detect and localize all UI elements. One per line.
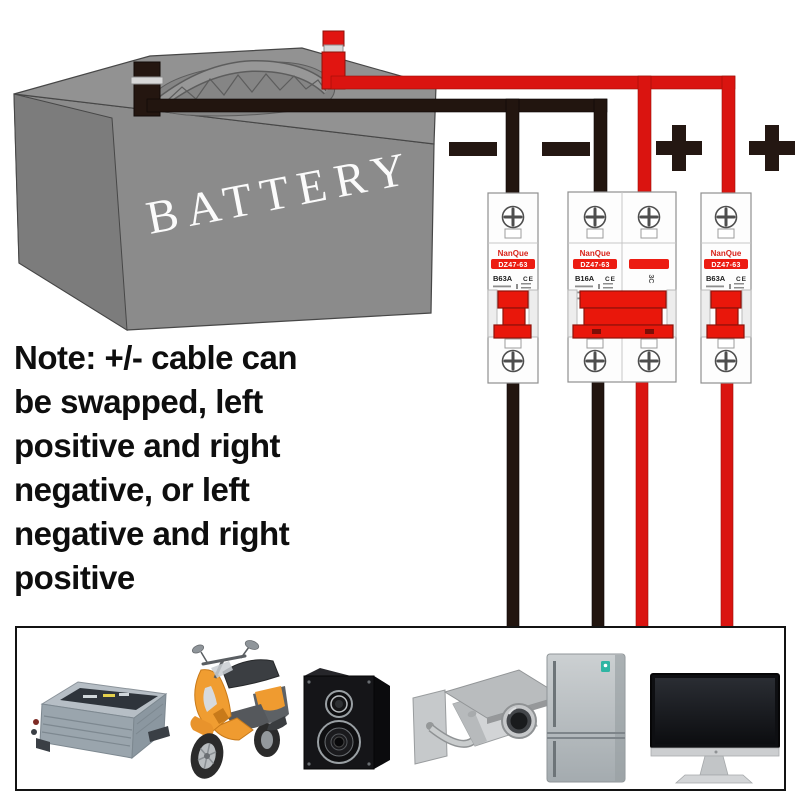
note-line-6: positive — [14, 559, 135, 596]
breaker-brand: NanQue — [498, 249, 529, 258]
battery: BATTERY — [13, 47, 437, 331]
note-line-1: Note: +/- cable can — [14, 339, 298, 376]
note-line-5: negative and right — [14, 515, 290, 552]
ce-mark: CE — [736, 276, 747, 283]
positive-wire-output-1 — [635, 379, 649, 628]
breaker-brand: NanQue — [711, 249, 742, 258]
battery-left-face — [13, 93, 128, 331]
breaker-toggle — [706, 290, 745, 339]
breaker-model: DZ47-63 — [580, 262, 609, 269]
note-line-3: positive and right — [14, 427, 281, 464]
ce-mark: CE — [523, 276, 534, 283]
negative-wire-drop-2 — [593, 98, 608, 194]
breaker-rating: B16A — [575, 274, 595, 283]
negative-wires — [146, 98, 608, 628]
breaker-model: DZ47-63 — [498, 262, 527, 269]
minus-sign-2 — [542, 142, 590, 156]
ce-mark: CE — [605, 276, 616, 283]
refrigerator-icon — [546, 653, 626, 783]
appliance-panel — [15, 626, 786, 791]
minus-sign-1 — [449, 142, 497, 156]
breaker-2: NanQue DZ47-63 B16A CE 3C — [567, 191, 677, 383]
polarity-note: Note: +/- cable can be swapped, left pos… — [14, 336, 374, 600]
red-label-bar — [629, 259, 669, 269]
breaker-rating: B63A — [493, 274, 513, 283]
breaker-1: NanQue DZ47-63 B63A CE — [487, 192, 539, 384]
power-inverter-icon — [31, 681, 170, 760]
positive-wire-drop-1 — [637, 75, 652, 193]
negative-wire-drop-1 — [505, 98, 520, 195]
cctv-camera-icon — [412, 669, 563, 765]
negative-wire-horizontal — [146, 98, 608, 113]
electric-scooter-icon — [190, 640, 289, 779]
positive-wire-horizontal — [330, 75, 736, 90]
breaker-toggle — [572, 290, 674, 339]
plus-sign-1 — [656, 125, 702, 171]
breaker-toggle — [493, 290, 532, 339]
breaker-3: NanQue DZ47-63 B63A CE — [700, 192, 752, 384]
monitor-icon — [650, 673, 780, 784]
breaker-model: DZ47-63 — [711, 262, 740, 269]
note-line-2: be swapped, left — [14, 383, 263, 420]
breaker-brand: NanQue — [580, 249, 611, 258]
negative-wire-output-1 — [506, 381, 520, 628]
appliances-illustration — [31, 640, 780, 784]
negative-wire-output-2 — [591, 379, 605, 628]
positive-wire-drop-2 — [721, 75, 736, 194]
plus-sign-2 — [749, 125, 795, 171]
breaker-rating: B63A — [706, 274, 726, 283]
polarity-signs — [449, 125, 795, 171]
note-line-4: negative, or left — [14, 471, 250, 508]
speaker-icon — [303, 668, 390, 770]
positive-wire-output-2 — [720, 381, 734, 628]
cert-mark: 3C — [647, 275, 654, 284]
